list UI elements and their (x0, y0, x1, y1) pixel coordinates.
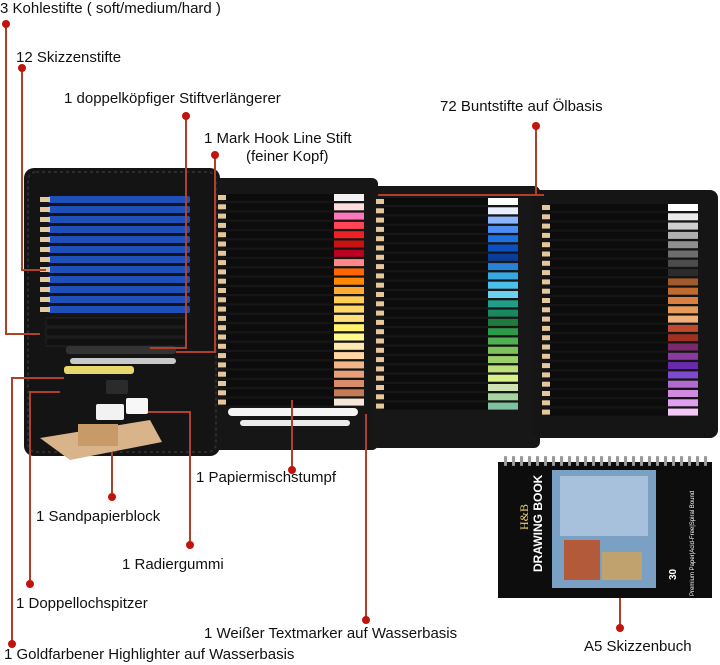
colored-pencils-panel-4 (542, 204, 698, 416)
label-sandpaper: 1 Sandpapierblock (36, 508, 161, 525)
label-sketch-pencils: 12 Skizzenstifte (16, 49, 122, 66)
leader-dots (2, 20, 624, 648)
label-white-marker: 1 Weißer Textmarker auf Wasserbasis (204, 625, 458, 642)
label-charcoal: 3 Kohlestifte ( soft/medium/hard ) (0, 0, 221, 17)
label-gold-highlighter: 1 Goldfarbener Highlighter auf Wasserbas… (4, 646, 295, 663)
colored-pencils-panel-2 (218, 194, 364, 406)
sandpaper-block (40, 420, 162, 460)
label-eraser: 1 Radiergummi (122, 556, 224, 573)
book-title: DRAWING BOOK (531, 474, 545, 572)
label-markhook-line1: 1 Mark Hook Line Stift (204, 130, 352, 147)
book-spec: Premium Paper|Acid-Free|Spiral Bound (690, 491, 696, 596)
label-markhook-line2: (feiner Kopf) (246, 148, 329, 165)
charcoal-pencils (45, 317, 187, 347)
label-markhook: 1 Mark Hook Line Stift (feiner Kopf) (204, 130, 352, 166)
eraser-and-sharpener (96, 380, 148, 420)
label-extender: 1 doppelköpfiger Stiftverlängerer (64, 90, 281, 107)
label-sketchbook: A5 Skizzenbuch (584, 638, 692, 655)
sketch-pencils (40, 196, 190, 313)
label-colored-pencils: 72 Buntstifte auf Ölbasis (440, 98, 603, 115)
extender-and-markhook (64, 346, 176, 374)
book-sheets: 30 (668, 568, 679, 580)
leader-lines (5, 24, 621, 644)
book-brand: H&B (517, 504, 531, 530)
label-sharpener: 1 Doppellochspitzer (16, 595, 148, 612)
label-blending-stump: 1 Papiermischstumpf (196, 469, 337, 486)
colored-pencils-panel-3 (376, 198, 518, 410)
sketchbook (498, 456, 712, 598)
